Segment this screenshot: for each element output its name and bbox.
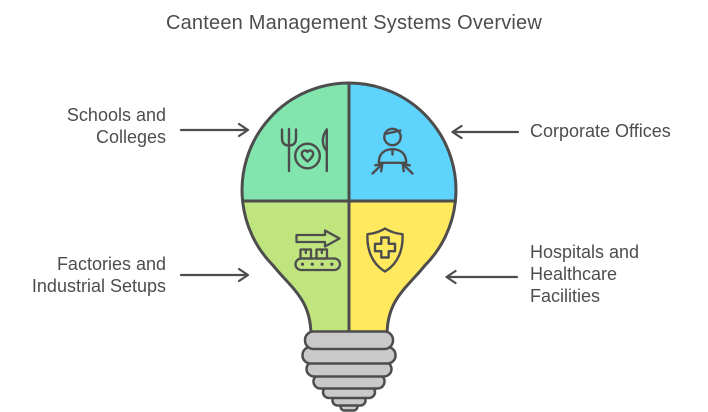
label-line: Healthcare bbox=[530, 264, 618, 284]
label-line: Colleges bbox=[95, 127, 166, 147]
belt-rail bbox=[294, 257, 342, 272]
quadrant-corporate bbox=[347, 81, 458, 203]
label-line: Facilities bbox=[530, 286, 601, 306]
shield-outline bbox=[366, 227, 404, 273]
screw-ridge bbox=[303, 330, 395, 351]
arrow-up-right-icon bbox=[371, 162, 384, 175]
fork-icon bbox=[280, 127, 298, 173]
person-head bbox=[383, 127, 402, 147]
flow-arrow-icon bbox=[295, 229, 341, 248]
arrow-schools bbox=[179, 122, 250, 138]
label-line: Industrial Setups bbox=[31, 276, 166, 296]
heart-icon bbox=[300, 149, 315, 163]
label-arrows bbox=[179, 122, 520, 285]
meal-plate-icon bbox=[280, 127, 328, 173]
label-line: Hospitals and bbox=[530, 242, 640, 262]
bulb-glass bbox=[240, 81, 458, 337]
knife-icon bbox=[321, 128, 328, 173]
label-factories-industrial: Factories and Industrial Setups bbox=[0, 253, 166, 297]
arrow-hospitals bbox=[445, 269, 519, 285]
person-focus-icon bbox=[371, 127, 414, 175]
arrow-up-left-icon bbox=[401, 162, 414, 175]
label-line: Factories and bbox=[56, 254, 166, 274]
label-corporate-offices: Corporate Offices bbox=[530, 120, 671, 142]
label-hospitals-healthcare: Hospitals and Healthcare Facilities bbox=[530, 241, 639, 307]
diagram-title: Canteen Management Systems Overview bbox=[165, 12, 543, 34]
arrow-corporate bbox=[451, 124, 520, 140]
quadrant-hospitals bbox=[347, 199, 457, 337]
conveyor-belt-icon bbox=[294, 229, 342, 272]
bulb-screw-base bbox=[301, 330, 397, 412]
plate-circle bbox=[294, 142, 322, 170]
label-schools-colleges: Schools and Colleges bbox=[0, 104, 166, 148]
label-line: Corporate Offices bbox=[530, 121, 671, 141]
medical-cross-icon bbox=[373, 236, 397, 259]
belt-rollers bbox=[300, 262, 334, 266]
label-line: Schools and bbox=[66, 105, 166, 125]
person-hair-line bbox=[384, 129, 402, 136]
arrow-factories bbox=[179, 267, 250, 283]
medical-shield-icon bbox=[366, 227, 404, 273]
